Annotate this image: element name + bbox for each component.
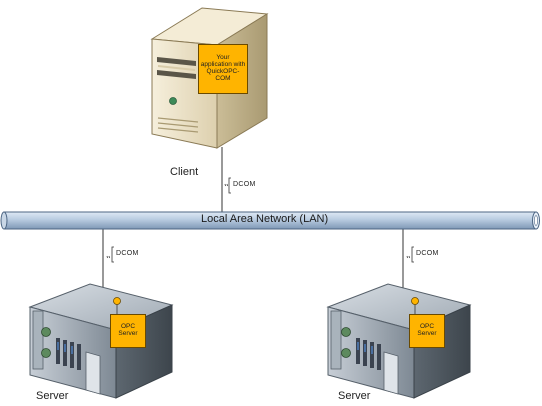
server-left-opc-box: OPC Server [110, 314, 146, 348]
server-left-label: Server [36, 390, 69, 402]
server-right-protocol-label: DCOM [416, 250, 439, 257]
lan-label: Local Area Network (LAN) [201, 213, 329, 225]
client-protocol-label: DCOM [233, 181, 256, 188]
server-left-icon [28, 283, 174, 399]
client-application-box: Your application with QuickOPC- COM [198, 44, 248, 94]
client-application-text: Your application with QuickOPC- COM [200, 54, 246, 82]
server-left-opc-text: OPC Server [118, 323, 138, 337]
server-right-icon [326, 283, 472, 399]
server-left-protocol-bracket [106, 246, 114, 263]
server-right-opc-box: OPC Server [409, 314, 445, 348]
server-right-label: Server [338, 390, 371, 402]
client-protocol-bracket [224, 177, 231, 194]
client-label: Client [170, 166, 199, 178]
server-left-protocol-label: DCOM [116, 250, 139, 257]
server-right-opc-text: OPC Server [417, 323, 437, 337]
server-right-protocol-bracket [406, 246, 414, 263]
lan-pipe [0, 211, 540, 230]
